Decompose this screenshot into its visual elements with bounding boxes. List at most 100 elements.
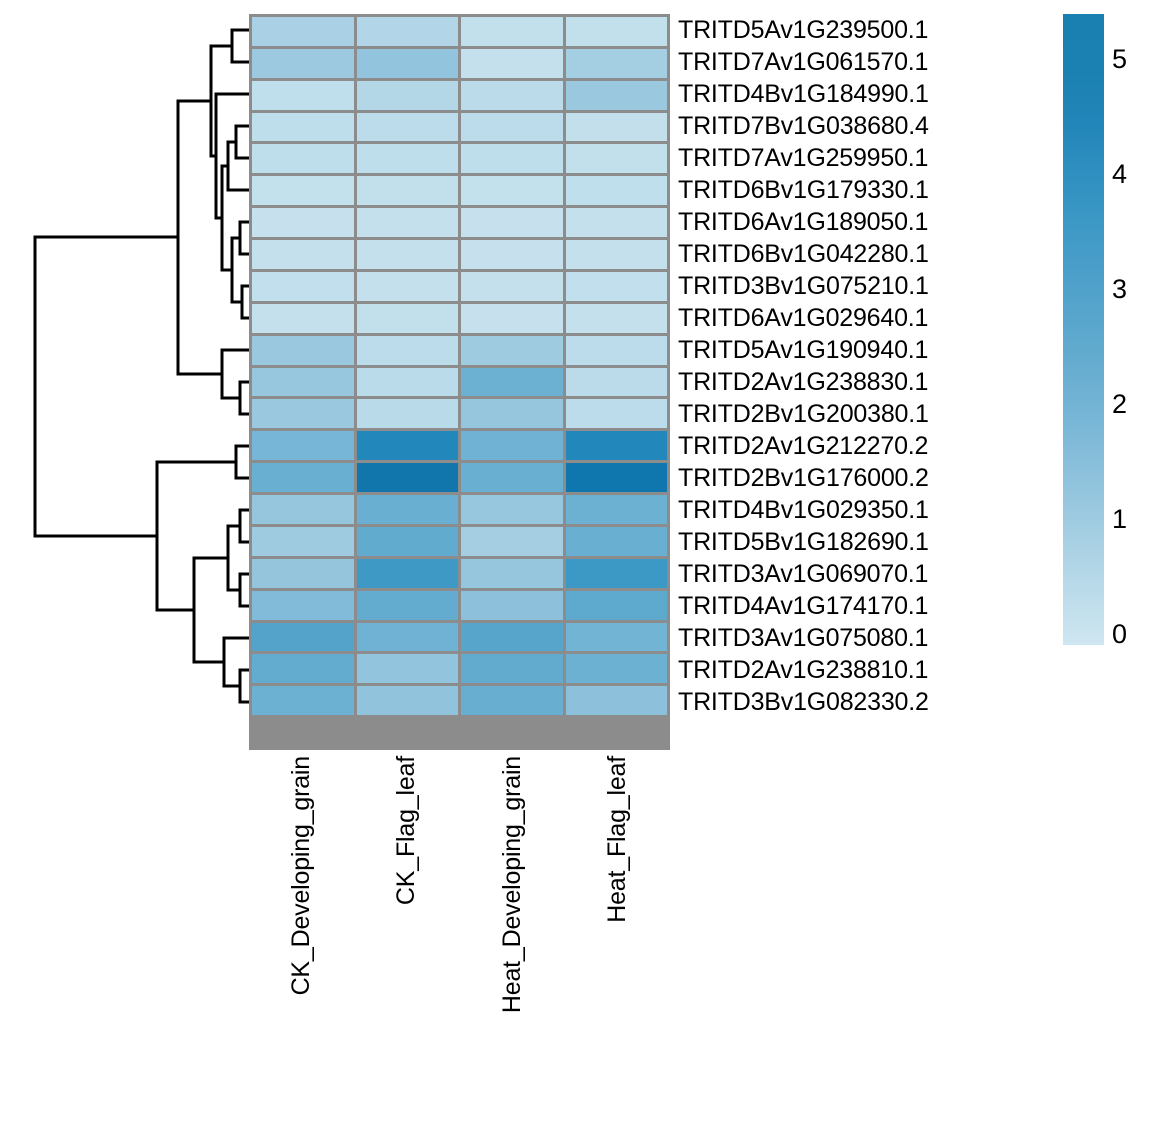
- heatmap-cell: [461, 622, 563, 652]
- heatmap-cell: [356, 17, 458, 46]
- heatmap-cell: [252, 686, 354, 716]
- heatmap-cell: [356, 590, 458, 620]
- heatmap-cell: [252, 208, 354, 238]
- heatmap-cell: [356, 463, 458, 493]
- heatmap-cell: [565, 176, 667, 206]
- heatmap-cell: [565, 590, 667, 620]
- heatmap-cell: [461, 144, 563, 174]
- heatmap-cell: [565, 17, 667, 46]
- row-label: TRITD6Bv1G042280.1: [678, 239, 929, 268]
- heatmap-cell: [356, 399, 458, 429]
- heatmap-cell: [565, 303, 667, 333]
- heatmap-cell: [252, 558, 354, 588]
- heatmap-cell: [565, 335, 667, 365]
- heatmap-cell: [252, 654, 354, 684]
- heatmap-cell: [356, 558, 458, 588]
- row-dendrogram: [33, 28, 250, 704]
- colorbar-tick-4: 4: [1112, 159, 1128, 189]
- row-label: TRITD2Av1G238810.1: [678, 655, 929, 684]
- row-label: TRITD2Bv1G176000.2: [678, 463, 929, 492]
- heatmap-cell: [252, 176, 354, 206]
- heatmap-cell: [252, 303, 354, 333]
- row-label: TRITD3Av1G075080.1: [678, 623, 929, 652]
- heatmap-cell: [356, 80, 458, 110]
- heatmap-cell: [356, 622, 458, 652]
- heatmap-cell: [356, 240, 458, 269]
- heatmap-cell: [461, 431, 563, 461]
- row-label: TRITD4Bv1G029350.1: [678, 495, 929, 524]
- row-label: TRITD3Av1G069070.1: [678, 559, 929, 588]
- row-label: TRITD6Av1G189050.1: [678, 207, 929, 236]
- heatmap-cell: [461, 686, 563, 716]
- heatmap-cell: [252, 367, 354, 397]
- column-label-1: CK_Flag_leaf: [354, 756, 459, 1136]
- heatmap-cell: [461, 590, 563, 620]
- heatmap-cell: [565, 654, 667, 684]
- heatmap-cell: [252, 526, 354, 556]
- heatmap-cell: [461, 271, 563, 301]
- column-label-0: CK_Developing_grain: [249, 756, 354, 1136]
- heatmap-cell: [356, 431, 458, 461]
- row-label: TRITD7Av1G061570.1: [678, 47, 929, 76]
- colorbar-tick-5: 5: [1112, 44, 1128, 74]
- row-label: TRITD3Bv1G082330.2: [678, 687, 929, 716]
- row-label: TRITD2Bv1G200380.1: [678, 399, 929, 428]
- heatmap-cell: [356, 303, 458, 333]
- heatmap-cell: [252, 431, 354, 461]
- heatmap-cell: [252, 463, 354, 493]
- colorbar-tick-2: 2: [1112, 389, 1128, 419]
- heatmap-cell: [252, 622, 354, 652]
- heatmap-cell: [252, 144, 354, 174]
- heatmap-cell: [461, 526, 563, 556]
- column-label-text: CK_Developing_grain: [287, 756, 316, 996]
- heatmap-cell: [356, 208, 458, 238]
- heatmap-cell: [461, 558, 563, 588]
- heatmap-cell: [356, 686, 458, 716]
- column-label-3: Heat_Flag_leaf: [565, 756, 670, 1136]
- row-label: TRITD2Av1G238830.1: [678, 367, 929, 396]
- heatmap-cell: [565, 558, 667, 588]
- heatmap-cell: [252, 495, 354, 524]
- row-label: TRITD3Bv1G075210.1: [678, 271, 929, 300]
- heatmap-grid: [249, 14, 670, 750]
- colorbar-tick-0: 0: [1112, 619, 1128, 649]
- heatmap-cell: [565, 144, 667, 174]
- heatmap-cell: [461, 80, 563, 110]
- heatmap-cell: [252, 17, 354, 46]
- heatmap-cell: [565, 686, 667, 716]
- row-label: TRITD7Av1G259950.1: [678, 143, 929, 172]
- heatmap-cell: [356, 526, 458, 556]
- row-label: TRITD6Av1G029640.1: [678, 303, 929, 332]
- heatmap-cell: [356, 271, 458, 301]
- heatmap-cell: [252, 399, 354, 429]
- heatmap-cell: [461, 17, 563, 46]
- heatmap-cell: [461, 399, 563, 429]
- heatmap-cell: [461, 654, 563, 684]
- heatmap-cell: [461, 335, 563, 365]
- row-label: TRITD6Bv1G179330.1: [678, 175, 929, 204]
- heatmap-cell: [565, 80, 667, 110]
- heatmap-cell: [252, 48, 354, 78]
- column-label-2: Heat_Developing_grain: [460, 756, 565, 1136]
- heatmap-cell: [565, 112, 667, 142]
- heatmap-cell: [252, 80, 354, 110]
- heatmap-cell: [461, 463, 563, 493]
- heatmap-cell: [565, 463, 667, 493]
- heatmap-cell: [565, 240, 667, 269]
- row-label: TRITD4Av1G174170.1: [678, 591, 929, 620]
- heatmap-cell: [356, 112, 458, 142]
- row-label: TRITD7Bv1G038680.4: [678, 111, 929, 140]
- heatmap-cell: [461, 48, 563, 78]
- colorbar-tick-1: 1: [1112, 504, 1128, 534]
- row-label: TRITD5Bv1G182690.1: [678, 527, 929, 556]
- heatmap-cell: [356, 48, 458, 78]
- heatmap-cell: [356, 654, 458, 684]
- colorbar-tick-labels: 5 4 3 2 1 0: [1112, 0, 1170, 700]
- heatmap-cell: [565, 495, 667, 524]
- column-label-row: CK_Developing_grain CK_Flag_leaf Heat_De…: [249, 756, 670, 1136]
- heatmap-cell: [565, 367, 667, 397]
- heatmap-cell: [252, 240, 354, 269]
- heatmap-cell: [461, 208, 563, 238]
